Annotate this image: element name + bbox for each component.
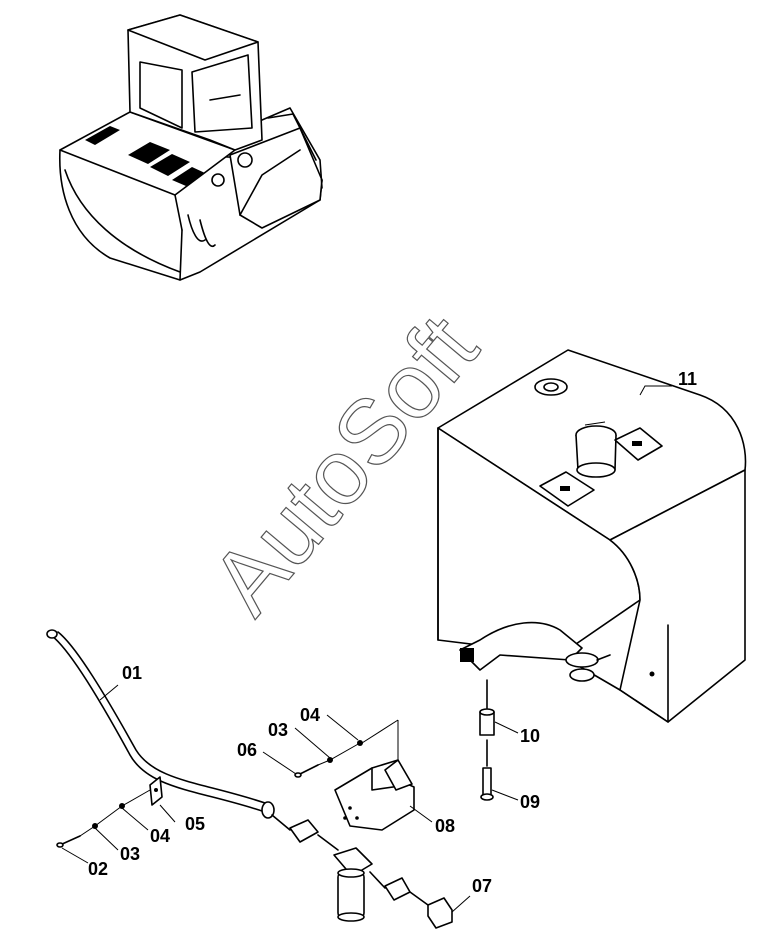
bolt-part-09 [480, 739, 494, 801]
label-part-09: 09 [520, 792, 540, 812]
label-part-03-lower: 03 [120, 844, 140, 864]
label-part-02: 02 [88, 859, 108, 879]
fitting-part-07 [427, 897, 453, 929]
excavator-overview [58, 14, 323, 281]
label-part-11: 11 [678, 369, 697, 389]
label-part-07: 07 [472, 876, 492, 896]
fuel-tank [437, 349, 747, 723]
fuel-hose-part-01 [46, 629, 275, 819]
fitting-upper [271, 814, 339, 851]
leader-lines [61, 385, 672, 913]
label-part-06: 06 [237, 740, 257, 760]
bolt-part-02 [56, 835, 81, 848]
label-part-08: 08 [435, 816, 455, 836]
label-part-05: 05 [185, 814, 205, 834]
label-part-04-lower: 04 [150, 826, 170, 846]
label-part-01: 01 [122, 663, 142, 683]
fitting-lower [369, 871, 429, 906]
bracket-part-08 [334, 719, 415, 831]
fuel-filter [333, 847, 373, 922]
label-part-03-upper: 03 [268, 720, 288, 740]
bolt-part-06 [294, 764, 319, 778]
hood-grille [85, 126, 205, 186]
spacer-part-10 [479, 679, 495, 736]
label-part-04-upper: 04 [300, 705, 320, 725]
label-part-10: 10 [520, 726, 540, 746]
